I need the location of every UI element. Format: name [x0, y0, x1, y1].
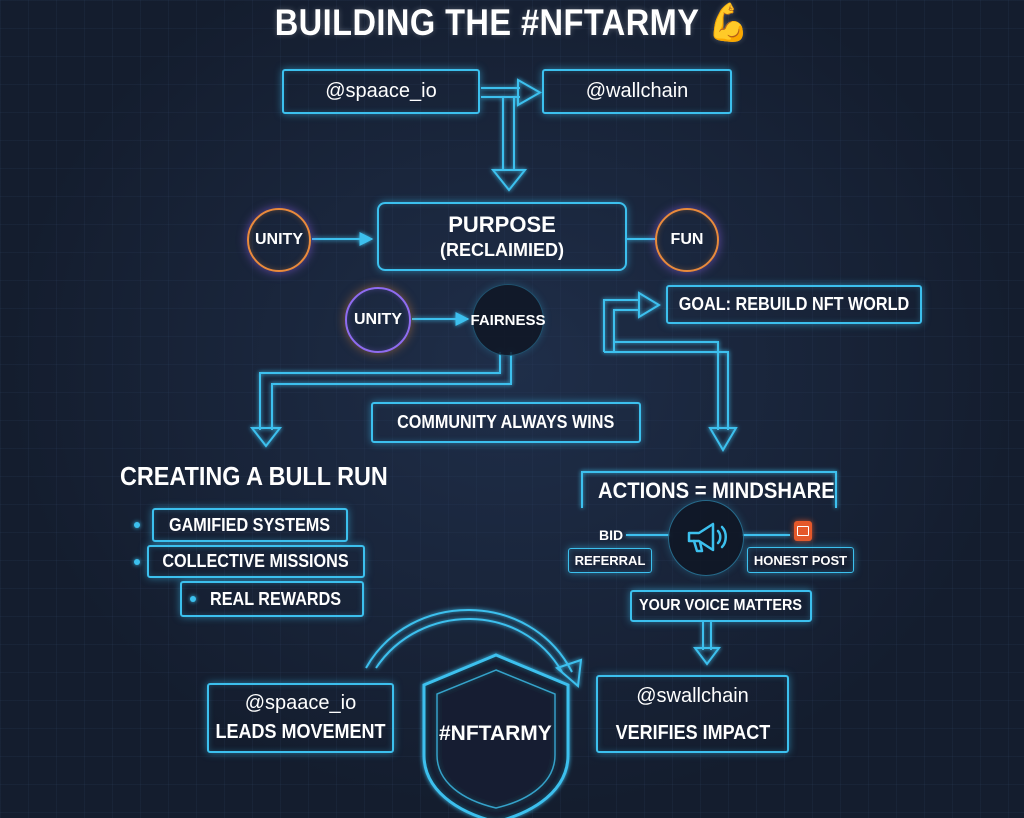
page-title: BUILDING THE #NFTARMY 💪	[61, 2, 962, 45]
curved-arrow-over-shield	[365, 609, 583, 688]
swallchain-handle: @swallchain	[636, 685, 749, 707]
bid-label: BID	[599, 527, 624, 543]
bull-run-item-rewards: REAL REWARDS	[180, 581, 364, 617]
unity-top-label: UNITY	[255, 231, 303, 248]
bull-run-item-1-label: GAMIFIED SYSTEMS	[169, 514, 331, 535]
fairness-label: FAIRNESS	[470, 311, 546, 329]
unity-bottom-label: UNITY	[354, 311, 402, 328]
arrow-spaace-to-wallchain	[481, 78, 543, 107]
fun-label: FUN	[670, 231, 704, 248]
spaace-io-bottom-caption: LEADS MOVEMENT	[215, 721, 386, 743]
unity-circle-bottom: UNITY	[345, 287, 411, 353]
arrow-loop-to-goal	[603, 291, 738, 452]
community-node: COMMUNITY ALWAYS WINS	[371, 402, 641, 443]
honest-post-label: HONEST POST	[753, 552, 848, 568]
referral-label: REFERRAL	[574, 553, 646, 568]
megaphone-icon	[687, 522, 727, 553]
spaace-io-top-node: @spaace_io	[282, 69, 480, 114]
fairness-circle: FAIRNESS	[470, 284, 546, 356]
goal-label: GOAL: REBUILD NFT WORLD	[678, 294, 910, 314]
bull-run-item-3-label: REAL REWARDS	[210, 588, 342, 609]
actions-frame	[581, 471, 837, 508]
bull-run-item-collective: COLLECTIVE MISSIONS	[147, 545, 365, 578]
shield-label: #NFTARMY	[439, 722, 552, 745]
bull-run-item-2-label: COLLECTIVE MISSIONS	[162, 551, 350, 571]
purpose-node: PURPOSE (RECLAIMIED)	[377, 202, 627, 271]
voice-node: YOUR VOICE MATTERS	[630, 590, 812, 622]
community-label: COMMUNITY ALWAYS WINS	[397, 412, 615, 432]
flexed-arm-emoji: 💪	[708, 2, 750, 43]
wallchain-top-node: @wallchain	[542, 69, 732, 114]
bull-run-heading: CREATING A BULL RUN	[120, 461, 388, 491]
swallchain-caption: VERIFIES IMPACT	[615, 722, 770, 744]
actions-heading: ACTIONS = MINDSHARE	[598, 478, 835, 503]
unity-circle-top: UNITY	[247, 208, 311, 272]
purpose-title: PURPOSE	[448, 212, 556, 237]
purpose-subtitle: (RECLAIMIED)	[440, 240, 564, 260]
bullet-1	[134, 522, 140, 528]
page-title-text: BUILDING THE #NFTARMY	[274, 2, 699, 43]
bullet-2	[134, 559, 140, 565]
post-badge-icon	[794, 521, 812, 541]
voice-label: YOUR VOICE MATTERS	[639, 597, 803, 614]
arrow-fairness-to-bull-run	[249, 352, 512, 448]
spaace-io-bottom-handle: @spaace_io	[244, 692, 357, 714]
spaace-io-top-label: @spaace_io	[325, 80, 437, 102]
shield-icon	[422, 653, 570, 818]
goal-node: GOAL: REBUILD NFT WORLD	[666, 285, 922, 324]
referral-node: REFERRAL	[568, 548, 652, 573]
honest-post-node: HONEST POST	[747, 547, 854, 573]
wallchain-top-label: @wallchain	[585, 80, 689, 102]
megaphone-node	[668, 500, 744, 576]
bull-run-item-gamified: GAMIFIED SYSTEMS	[152, 508, 348, 542]
spaace-io-bottom-node: @spaace_io LEADS MOVEMENT	[207, 683, 394, 753]
swallchain-node: @swallchain VERIFIES IMPACT	[596, 675, 789, 753]
bullet-3	[190, 596, 196, 602]
fun-circle: FUN	[655, 208, 719, 272]
arrow-down-to-purpose	[490, 97, 528, 192]
arrow-voice-to-swallchain	[693, 622, 721, 666]
